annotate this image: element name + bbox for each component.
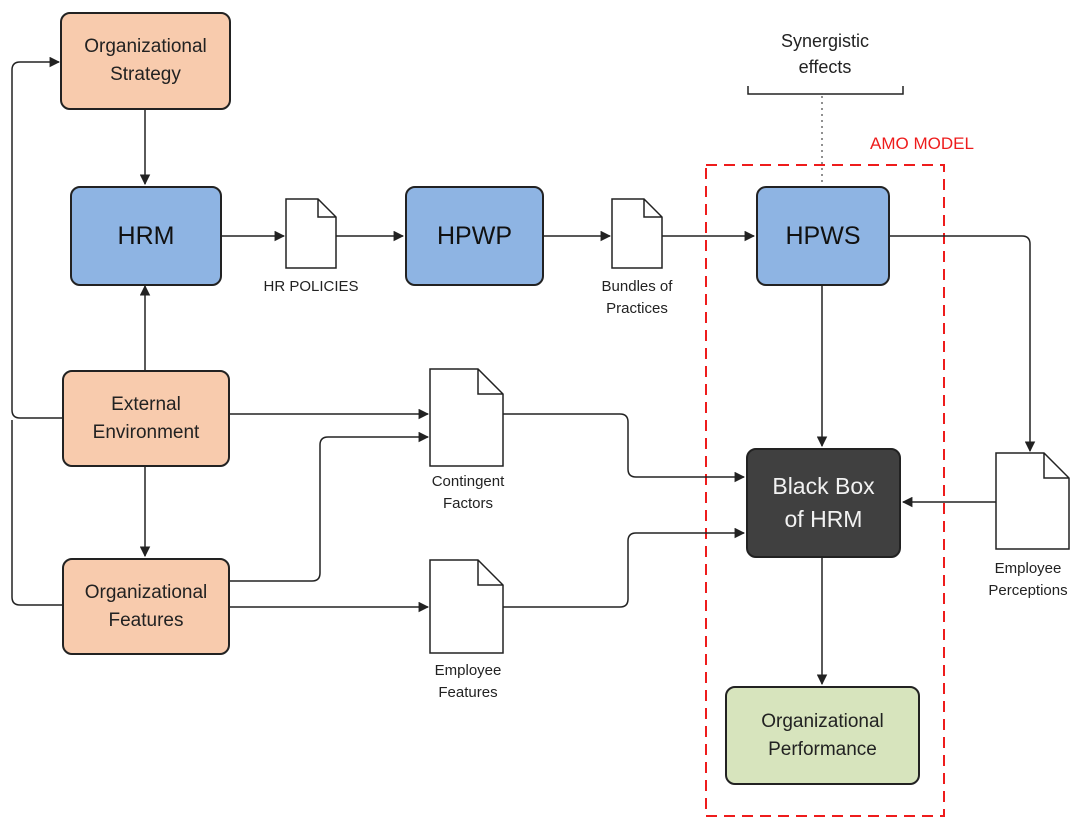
- amo-model-boundary: [705, 164, 945, 817]
- document-hr-policies: [285, 198, 337, 269]
- document-contingent: [429, 368, 504, 467]
- box-hpwp: HPWP: [405, 186, 544, 286]
- label-amo-model: AMO MODEL: [870, 134, 974, 153]
- document-bundles: [611, 198, 663, 269]
- box-hrm: HRM: [70, 186, 222, 286]
- loop-external-to-strategy: [11, 56, 62, 419]
- box-hpws: HPWS: [756, 186, 890, 286]
- loop-features-to-strategy: [11, 420, 62, 606]
- arrow-hpws-to-perceptions: [890, 235, 1036, 453]
- label-hr-policies: HR POLICIES: [263, 278, 359, 295]
- arrow-empfeatures-to-blackbox: [503, 527, 746, 608]
- arrow-features-to-contingent: [230, 431, 430, 582]
- synergistic-bracket: [747, 86, 904, 95]
- document-employee-features: [429, 559, 504, 654]
- document-employee-perceptions: [995, 452, 1070, 550]
- arrow-contingent-to-blackbox: [503, 413, 746, 483]
